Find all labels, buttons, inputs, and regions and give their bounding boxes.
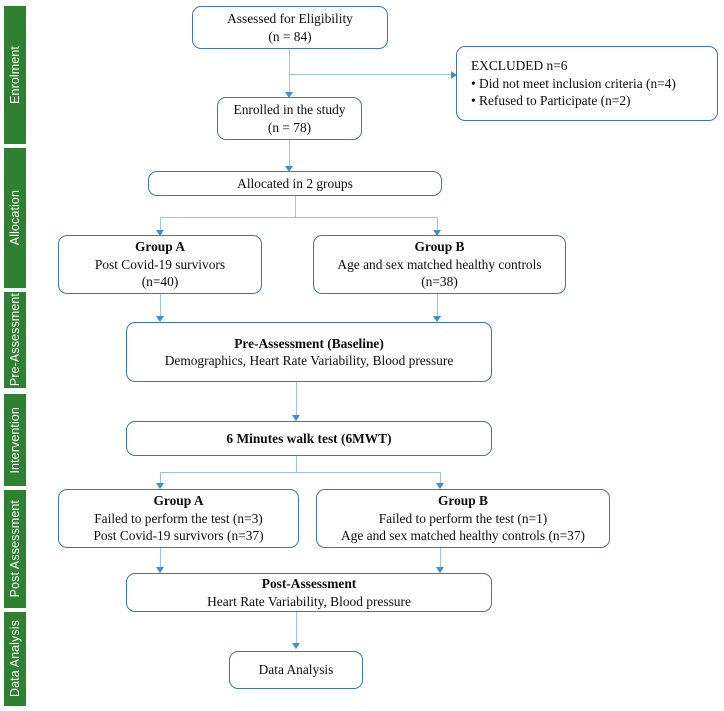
connector-group-b-to-pre-assessment [437,294,439,321]
group-a-alloc-line-3: (n=40) [141,274,179,290]
arrowhead-post-assessment-left [156,567,165,573]
phase-label-intervention: Intervention [8,406,22,474]
post-assessment-line-1: Post-Assessment [261,576,357,591]
connector-pre-assessment-to-intervention [296,382,298,420]
excluded-line-1: EXCLUDED n=6 [471,58,568,74]
group-b-post-line-1: Group B [438,493,488,509]
group-a-alloc-line-1: Group A [135,239,185,255]
phase-label-enrolment: Enrolment [8,46,22,104]
arrowhead-group-a-alloc [156,230,165,236]
phase-label-data-analysis: Data Analysis [8,620,22,698]
connector-bus-to-group-b-post [440,472,442,487]
enrolled-line-2: (n = 78) [267,119,312,135]
connector-intervention-stem [296,456,298,473]
arrowhead-excluded [451,70,457,79]
connector-group-a-post-to-post-assessment [160,548,162,572]
arrowhead-post-assessment-right [436,567,445,573]
node-allocated-in-2-groups[interactable]: Allocated in 2 groups [148,171,442,196]
pre-assessment-line-1: Pre-Assessment (Baseline) [234,335,384,351]
node-enrolled-in-study[interactable]: Enrolled in the study (n = 78) [217,97,362,140]
group-b-alloc-line-3: (n=38) [421,274,458,290]
phase-bar-pre-assessment: Pre-Assessment [4,292,26,388]
phase-bar-post-assessment: Post Assessment [4,490,26,608]
group-b-post-line-3: Age and sex matched healthy controls (n=… [340,528,586,544]
excluded-line-3: • Refused to Participate (n=2) [471,93,631,109]
data-analysis-line-1: Data Analysis [258,662,334,678]
arrowhead-group-b-post [436,483,445,489]
phase-bar-intervention: Intervention [4,394,26,486]
connector-enrolled-to-allocated [289,140,291,171]
connector-bus-to-group-a-post [160,472,162,487]
connector-assessed-to-enrolled [289,49,291,94]
node-group-a-allocation[interactable]: Group A Post Covid-19 survivors (n=40) [58,235,262,294]
arrowhead-pre-assessment-left [156,316,165,322]
node-group-a-post[interactable]: Group A Failed to perform the test (n=3)… [58,489,299,548]
node-group-b-allocation[interactable]: Group B Age and sex matched healthy cont… [313,235,566,294]
group-a-alloc-line-2: Post Covid-19 survivors [94,256,226,272]
group-a-post-line-2: Failed to perform the test (n=3) [94,510,263,526]
phase-label-allocation: Allocation [8,190,22,246]
arrowhead-pre-assessment-right [433,316,442,322]
post-assessment-line-2: Heart Rate Variability, Blood pressure [207,593,411,609]
arrowhead-intervention [292,415,301,421]
group-b-alloc-line-2: Age and sex matched healthy controls [337,256,542,272]
phase-label-pre-assessment: Pre-Assessment [8,293,22,387]
connector-to-excluded [289,74,453,76]
connector-post-assessment-to-data-analysis [296,612,298,647]
connector-allocation-bus [160,217,437,219]
assessed-line-2: (n = 84) [268,28,312,44]
group-a-post-line-1: Group A [153,493,204,509]
connector-group-a-to-pre-assessment [160,294,162,321]
group-a-post-line-3: Post Covid-19 survivors (n=37) [93,528,264,544]
phase-bar-data-analysis: Data Analysis [4,612,26,706]
arrowhead-enrolled [285,92,294,98]
excluded-line-2: • Did not meet inclusion criteria (n=4) [471,75,676,91]
enrolled-line-1: Enrolled in the study [233,102,346,117]
connector-group-b-post-to-post-assessment [440,548,442,572]
node-group-b-post[interactable]: Group B Failed to perform the test (n=1)… [316,489,610,548]
group-b-alloc-line-1: Group B [414,239,465,255]
connector-post-bus [160,472,440,474]
arrowhead-data-analysis [292,643,301,649]
assessed-line-1: Assessed for Eligibility [227,11,353,26]
arrowhead-group-a-post [156,483,165,489]
node-data-analysis[interactable]: Data Analysis [229,651,363,689]
connector-bus-to-group-b [437,217,439,235]
node-intervention-6mwt[interactable]: 6 Minutes walk test (6MWT) [126,421,492,456]
phase-bar-enrolment: Enrolment [4,6,26,144]
arrowhead-group-b-alloc [433,230,442,236]
connector-bus-to-group-a [160,217,162,235]
pre-assessment-line-2: Demographics, Heart Rate Variability, Bl… [164,353,454,368]
group-b-post-line-2: Failed to perform the test (n=1) [378,510,548,526]
intervention-line-1: 6 Minutes walk test (6MWT) [226,430,392,446]
node-post-assessment[interactable]: Post-Assessment Heart Rate Variability, … [126,573,492,612]
node-excluded[interactable]: EXCLUDED n=6 • Did not meet inclusion cr… [456,46,718,121]
arrowhead-allocated [285,166,294,172]
phase-label-post-assessment: Post Assessment [8,500,22,598]
node-pre-assessment[interactable]: Pre-Assessment (Baseline) Demographics, … [126,322,492,382]
phase-bar-allocation: Allocation [4,148,26,288]
connector-allocated-stem [295,196,297,218]
allocated-line-1: Allocated in 2 groups [237,175,353,191]
node-assessed-for-eligibility[interactable]: Assessed for Eligibility (n = 84) [192,6,388,49]
